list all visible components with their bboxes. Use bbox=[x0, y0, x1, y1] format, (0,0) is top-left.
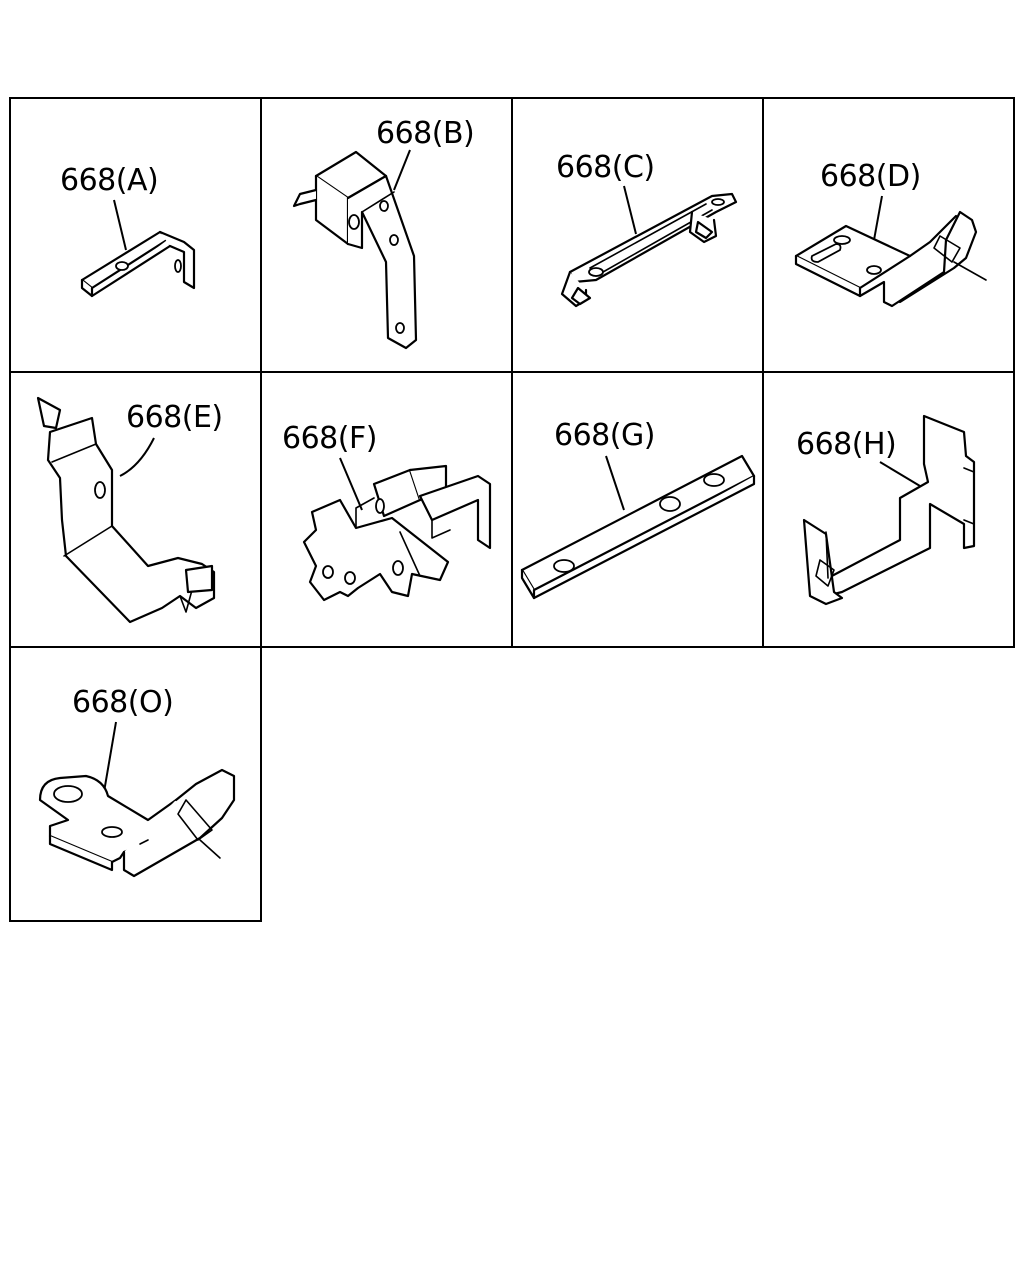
cell-frame-a bbox=[9, 97, 262, 373]
cell-frame-h bbox=[762, 371, 1015, 648]
bracket-c-drawing bbox=[560, 192, 738, 308]
bracket-b-drawing bbox=[292, 150, 418, 350]
callout-label-a: 668(A) bbox=[60, 163, 158, 198]
callout-label-b: 668(B) bbox=[376, 116, 474, 151]
leader-line-g bbox=[605, 455, 625, 511]
bracket-h-drawing bbox=[802, 414, 976, 606]
part-f: 668(F) bbox=[282, 421, 492, 602]
leader-line-o bbox=[103, 721, 117, 793]
part-a: 668(A) bbox=[60, 163, 196, 298]
part-e: 668(E) bbox=[36, 396, 223, 624]
callout-label-f: 668(F) bbox=[282, 421, 377, 456]
leader-line-c bbox=[623, 185, 637, 235]
cell-frame-o bbox=[9, 646, 262, 922]
part-h: 668(H) bbox=[796, 414, 976, 606]
leader-line-b bbox=[393, 149, 411, 191]
leader-line-e bbox=[119, 437, 155, 477]
callout-label-h: 668(H) bbox=[796, 427, 896, 462]
grid-frame bbox=[9, 97, 1015, 922]
part-g: 668(G) bbox=[520, 418, 756, 600]
bracket-a-drawing bbox=[80, 230, 196, 298]
leader-line-f bbox=[339, 457, 363, 511]
bracket-e-drawing bbox=[36, 396, 216, 624]
cell-frame-d bbox=[762, 97, 1015, 373]
callout-label-d: 668(D) bbox=[820, 159, 921, 194]
leader-line-d bbox=[873, 195, 883, 241]
part-d: 668(D) bbox=[794, 159, 987, 308]
callout-label-o: 668(O) bbox=[72, 685, 173, 720]
bracket-g-drawing bbox=[520, 454, 756, 600]
leader-line-a bbox=[113, 199, 127, 251]
part-c: 668(C) bbox=[556, 150, 738, 308]
bracket-f-drawing bbox=[302, 464, 492, 602]
callout-label-c: 668(C) bbox=[556, 150, 655, 185]
part-b: 668(B) bbox=[292, 116, 475, 350]
bracket-d-drawing bbox=[794, 210, 987, 308]
callout-label-g: 668(G) bbox=[554, 418, 655, 453]
callout-label-e: 668(E) bbox=[126, 400, 223, 435]
part-o: 668(O) bbox=[38, 685, 236, 878]
bracket-o-drawing bbox=[38, 768, 236, 878]
